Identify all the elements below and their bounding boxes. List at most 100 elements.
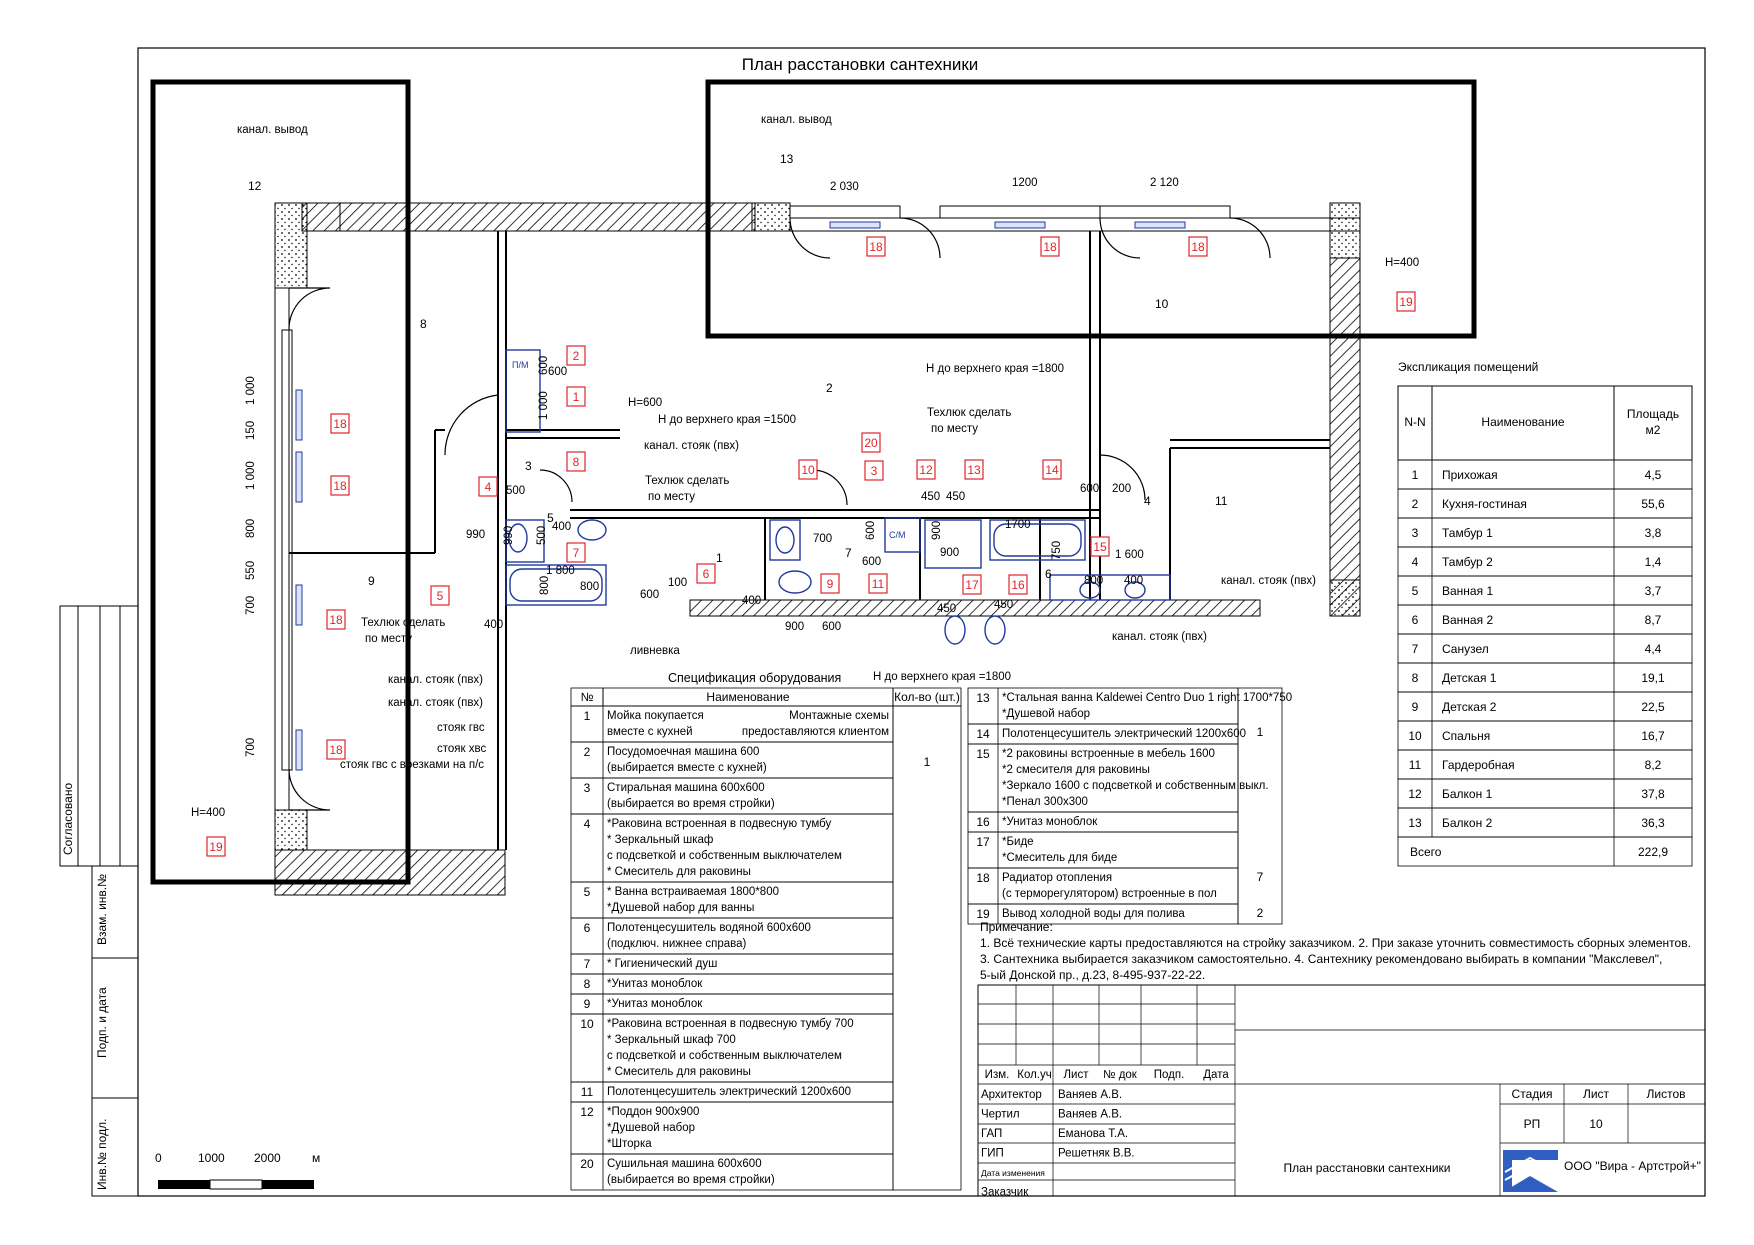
marker-18: 18 [1188,236,1208,257]
spec-text: (выбирается во время стройки) [607,1174,775,1186]
marker-4: 4 [478,476,498,497]
hatch-note-1: Техлюк сделать [927,407,1011,419]
spec-no: 15 [976,747,990,761]
expl-name: Детская 2 [1442,700,1497,714]
radiators [295,221,1186,771]
spec-no: 10 [580,1017,594,1031]
spec-row: 5* Ванна встраиваемая 1800*800*Душевой н… [570,881,894,919]
tb-header: Лист [1064,1069,1090,1081]
tb-stage: РП [1524,1117,1541,1131]
spec-no: 11 [581,1085,594,1099]
room-number: 2 [826,381,833,395]
riser-hvs-label: стояк хвс [437,743,486,755]
expl-area: 4,4 [1645,642,1662,656]
dim-text: 800 [580,581,599,593]
spec-no: 20 [580,1157,594,1171]
spec-no: 6 [584,921,591,935]
svg-text:19: 19 [1399,295,1413,309]
marker-7: 7 [566,542,586,563]
spec-text: *Биде [1002,836,1034,848]
expl-no: 4 [1412,555,1419,569]
svg-text:18: 18 [329,743,343,757]
marker-6: 6 [696,563,716,584]
notes: Примечание: 1. Всё технические карты пре… [980,920,1691,982]
spec-text: *Унитаз моноблок [607,978,703,990]
dim-text: 600 [862,556,881,568]
expl-name: Балкон 2 [1442,816,1493,830]
tb-role: Заказчик [981,1187,1029,1199]
spec-col-no: № [581,690,594,704]
spec-row: 9*Унитаз моноблок [570,993,894,1015]
tb-sheet-label: Лист [1583,1087,1610,1101]
room-number: 9 [368,574,375,588]
spec-row: 17*Биде*Смеситель для биде [967,831,1239,869]
expl-col-no: N-N [1404,415,1425,429]
spec-text: *Поддон 900x900 [607,1106,699,1118]
marker-15: 15 [1090,536,1110,557]
notes-line: 3. Сантехника выбирается заказчиком само… [980,952,1662,966]
svg-text:20: 20 [864,436,878,450]
windows [281,205,1231,771]
spec-row: 10*Раковина встроенная в подвесную тумбу… [570,1013,894,1083]
spec-text: (выбирается вместе с кухней) [607,762,767,774]
svg-text:6: 6 [703,567,710,581]
expl-area: 4,5 [1645,468,1662,482]
dim-text: 2 030 [830,181,859,193]
spec-no: 12 [580,1105,594,1119]
svg-text:15: 15 [1093,540,1107,554]
marker-5: 5 [430,585,450,606]
tb-name: Ваняев А.В. [1058,1109,1122,1121]
hatch-note-2: по месту [648,491,695,503]
scale-tick: 0 [155,1151,162,1165]
tb-sheets-label: Листов [1647,1087,1686,1101]
tb-header: Кол.уч [1017,1069,1052,1081]
side-stamp: Согласовано Взам. инв.№ Подп. и дата Инв… [59,605,139,1197]
expl-area: 55,6 [1641,497,1665,511]
expl-name: Тамбур 2 [1442,555,1493,569]
tb-sheet: 10 [1589,1117,1603,1131]
company-logo [1503,1150,1558,1192]
scale-bar: 0 1000 2000 м [155,1151,320,1190]
marker-19: 19 [1396,291,1416,312]
expl-name: Кухня-гостиная [1442,497,1527,511]
kanal-vyvod-label: канал. вывод [237,124,308,136]
riser-label: канал. стояк (пвх) [1112,631,1207,643]
dim-text: 600 [548,366,567,378]
marker-18: 18 [326,609,346,630]
hatch-note-1: Техлюк сделать [361,617,445,629]
tb-header: № док [1103,1069,1138,1081]
marker-20: 20 [861,432,881,453]
svg-text:18: 18 [1191,240,1205,254]
spec-no: 19 [976,907,990,921]
svg-text:18: 18 [1043,240,1057,254]
riser-label: канал. стояк (пвх) [644,440,739,452]
dim-text: 700 [245,738,257,757]
tb-sheet-title: План расстановки сантехники [1284,1161,1451,1175]
expl-name: Детская 1 [1442,671,1497,685]
expl-no: 7 [1412,642,1419,656]
dim-text: 1 000 [245,461,257,490]
svg-text:3: 3 [871,464,878,478]
svg-text:4: 4 [485,480,492,494]
spec-text: *Унитаз моноблок [1002,816,1098,828]
stamp-inventory: Инв.№ подл. [95,1119,109,1190]
svg-text:18: 18 [333,479,347,493]
spec-text: *2 раковины встроенные в мебель 1600 [1002,748,1215,760]
spec-text: *Душевой набор для ванны [607,902,754,914]
svg-text:13: 13 [967,463,981,477]
marker-17: 17 [962,574,982,595]
kanal-vyvod-label: канал. вывод [761,114,832,126]
expl-area: 3,8 [1645,526,1662,540]
dim-text: 150 [245,421,257,440]
svg-text:9: 9 [827,577,834,591]
marker-8: 8 [566,451,586,472]
h-top-1800-label: Н до верхнего края =1800 [873,671,1011,683]
marker-19: 19 [206,836,226,857]
spec-row: 4*Раковина встроенная в подвесную тумбу*… [570,813,894,883]
